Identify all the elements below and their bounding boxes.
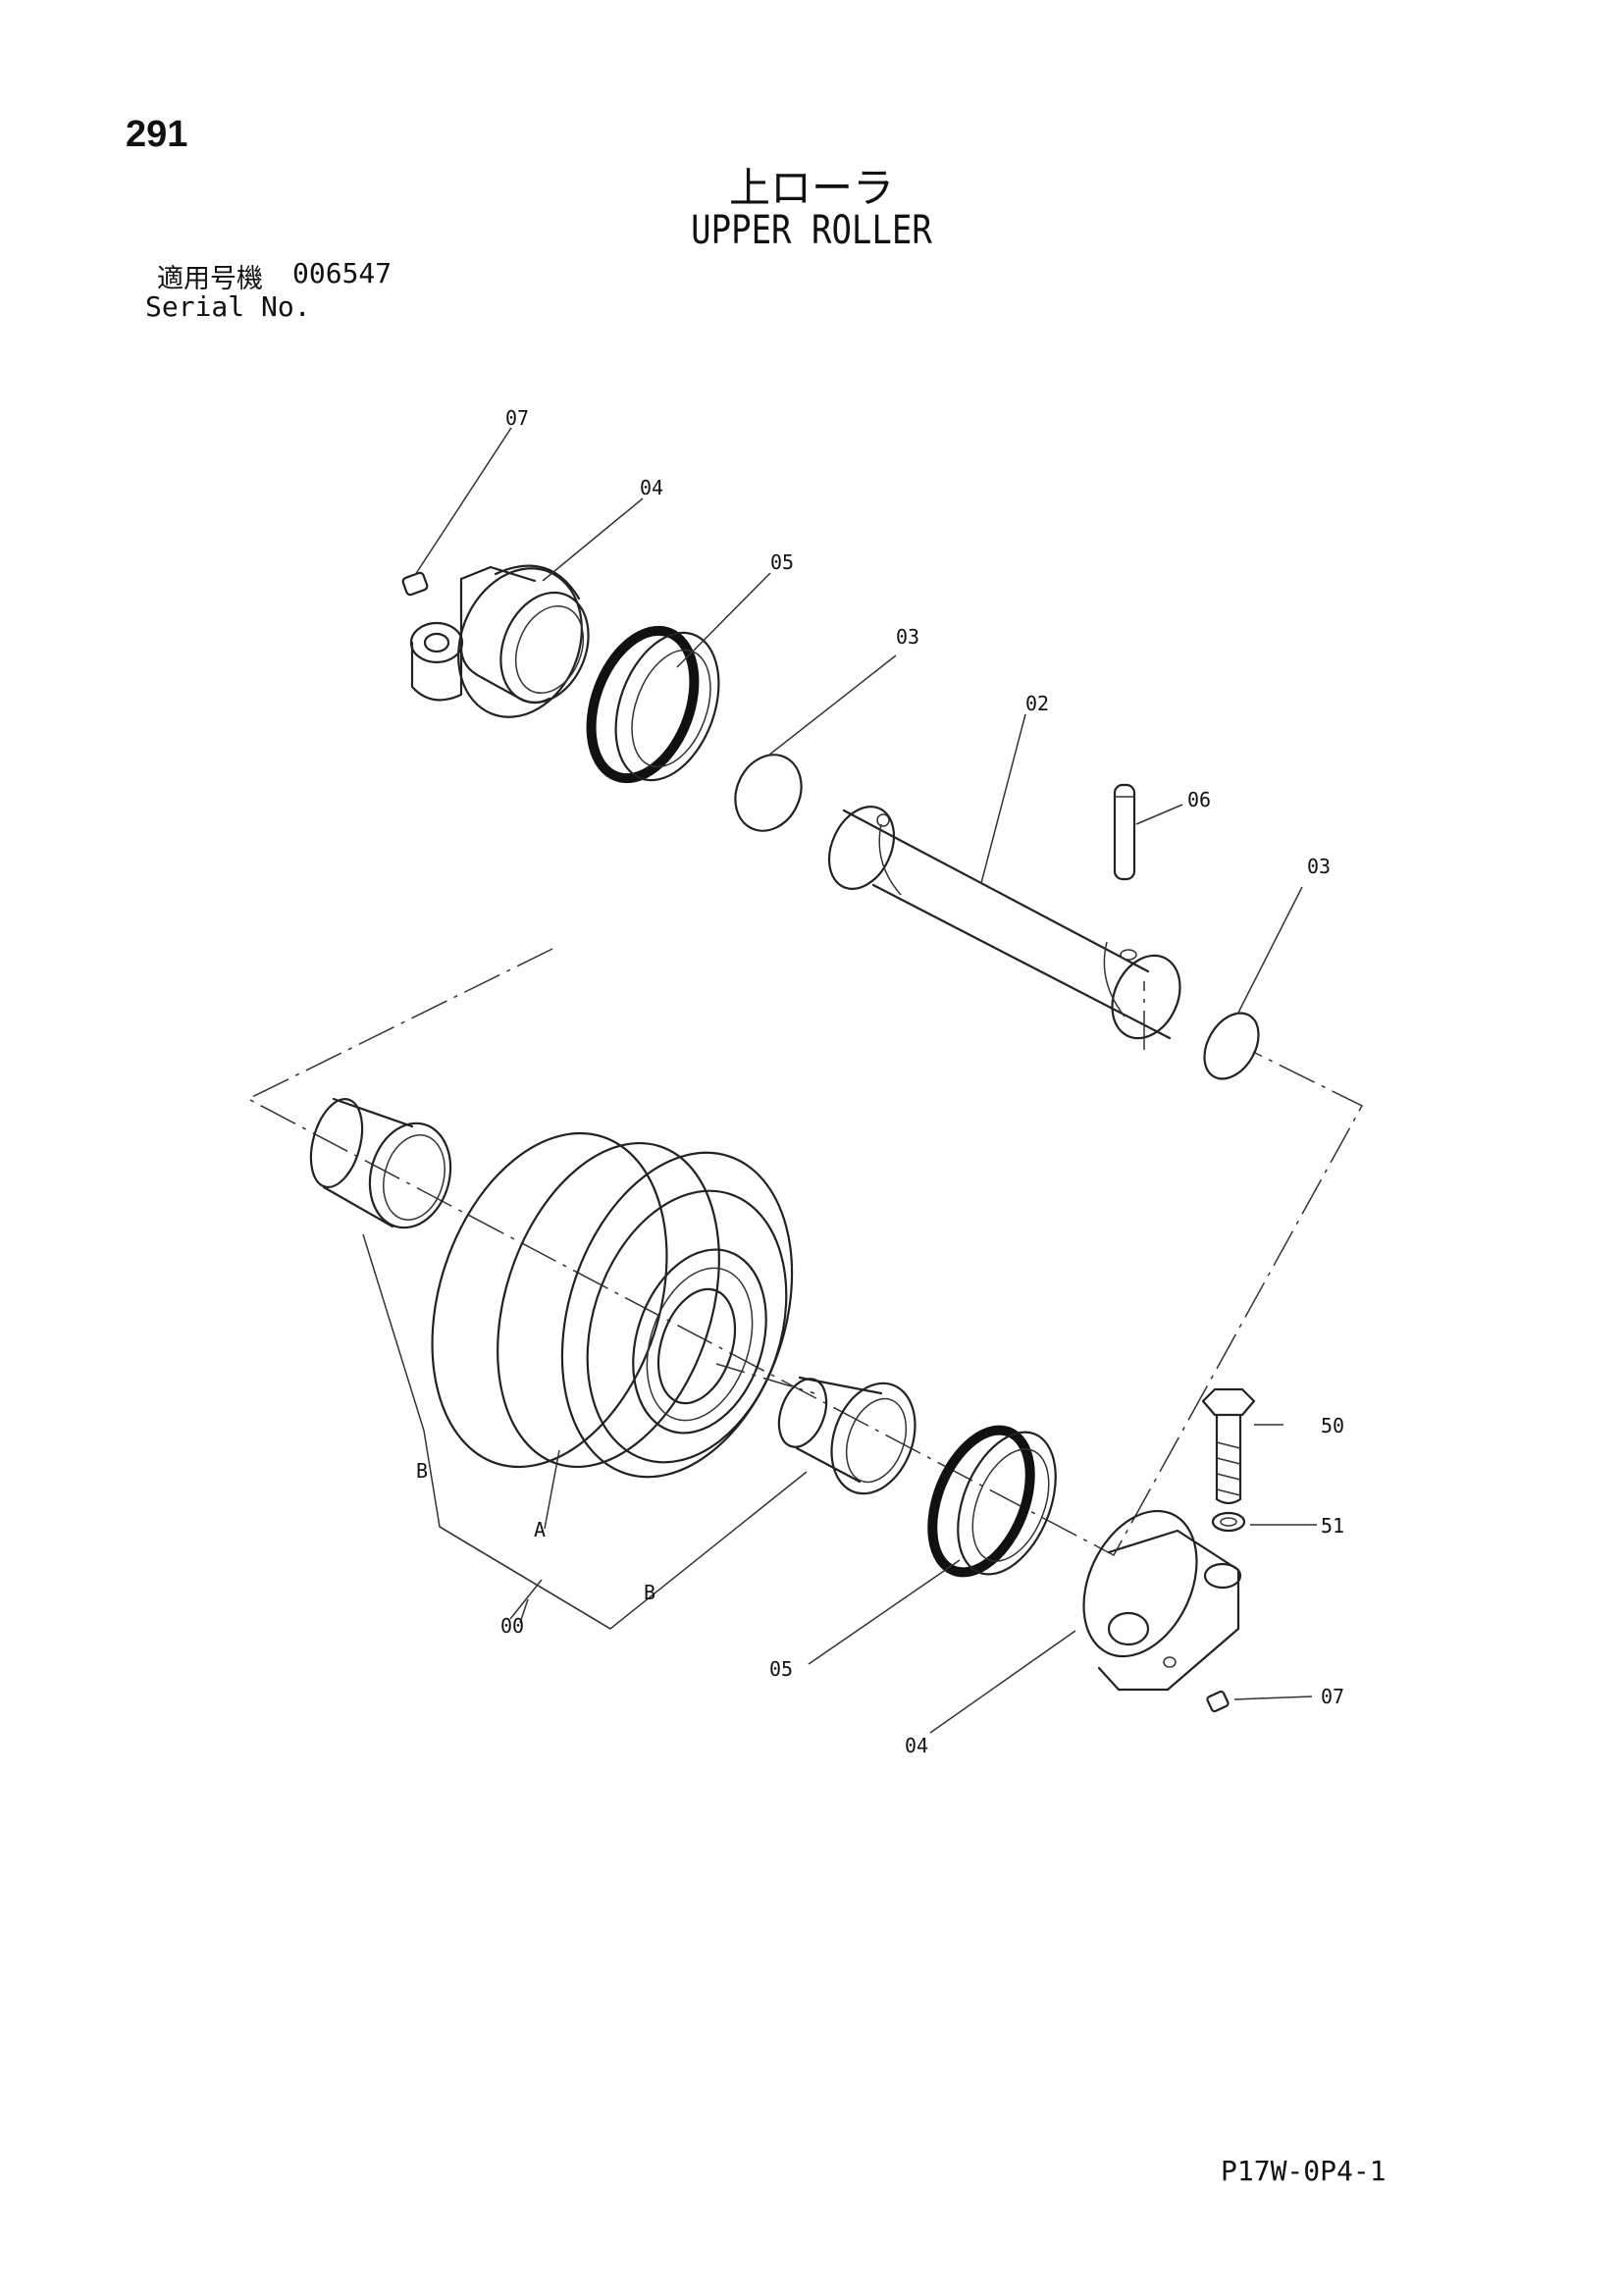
bracket-bottom: [1082, 1387, 1256, 1713]
title-japanese: 上ローラ: [728, 164, 894, 212]
callout-07-top: 07: [505, 406, 529, 430]
pin: [1113, 783, 1136, 881]
callout-02: 02: [1025, 692, 1049, 715]
callout-a: A: [534, 1518, 546, 1541]
callout-05-top: 05: [770, 550, 794, 574]
title-english: UPPER ROLLER: [691, 208, 932, 253]
callout-04-top: 04: [640, 476, 663, 499]
page-number: 291: [126, 114, 188, 155]
shaft: [827, 806, 1181, 1040]
floating-seal-top: [586, 625, 720, 784]
callout-05-bottom: 05: [769, 1657, 793, 1681]
bushing-right: [715, 1363, 916, 1495]
callout-03-top: 03: [896, 625, 919, 649]
callout-06: 06: [1187, 788, 1211, 811]
o-ring-right: [1203, 1012, 1260, 1080]
drawing-code: P17W-0P4-1: [1221, 2155, 1387, 2187]
bracket-top: [401, 564, 590, 718]
callout-b-bottom: B: [644, 1581, 655, 1604]
roller-body: [431, 1131, 794, 1479]
serial-label-english: Serial No.: [145, 290, 311, 323]
leader-lines: [362, 427, 1317, 1734]
floating-seal-bottom: [927, 1425, 1057, 1578]
callout-b-left: B: [416, 1459, 428, 1483]
serial-value: 006547: [292, 257, 393, 289]
callout-04-bottom: 04: [905, 1734, 928, 1757]
callout-03-right: 03: [1307, 855, 1331, 878]
callout-07-bottom: 07: [1321, 1685, 1344, 1708]
o-ring-top: [734, 754, 803, 832]
bushing-left: [309, 1097, 452, 1229]
callout-50: 50: [1321, 1414, 1344, 1437]
callout-00: 00: [500, 1614, 524, 1638]
serial-label-japanese: 適用号機: [157, 264, 263, 294]
callout-51: 51: [1321, 1514, 1344, 1538]
